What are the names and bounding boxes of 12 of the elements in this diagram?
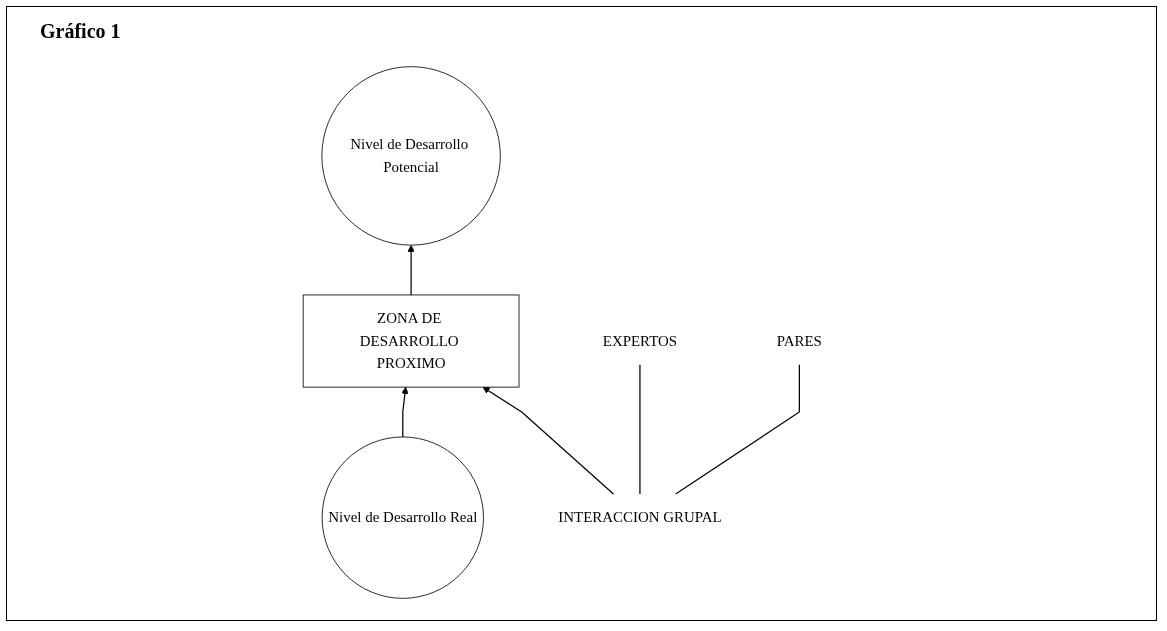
node-text: INTERACCION GRUPAL xyxy=(558,508,722,526)
connector xyxy=(639,364,641,495)
title: Gráfico 1 xyxy=(40,20,121,43)
node-box: ZONA DE DESARROLLO PROXIMO xyxy=(302,294,520,388)
arrow xyxy=(407,244,415,296)
node-circle: Nivel de Desarrollo Potencial xyxy=(321,66,501,246)
arrow xyxy=(482,386,615,495)
arrow xyxy=(401,386,409,438)
connector xyxy=(675,364,800,495)
node-text: EXPERTOS xyxy=(602,332,678,349)
node-text: PARES xyxy=(776,332,822,349)
node-circle: Nivel de Desarrollo Real xyxy=(321,436,484,599)
